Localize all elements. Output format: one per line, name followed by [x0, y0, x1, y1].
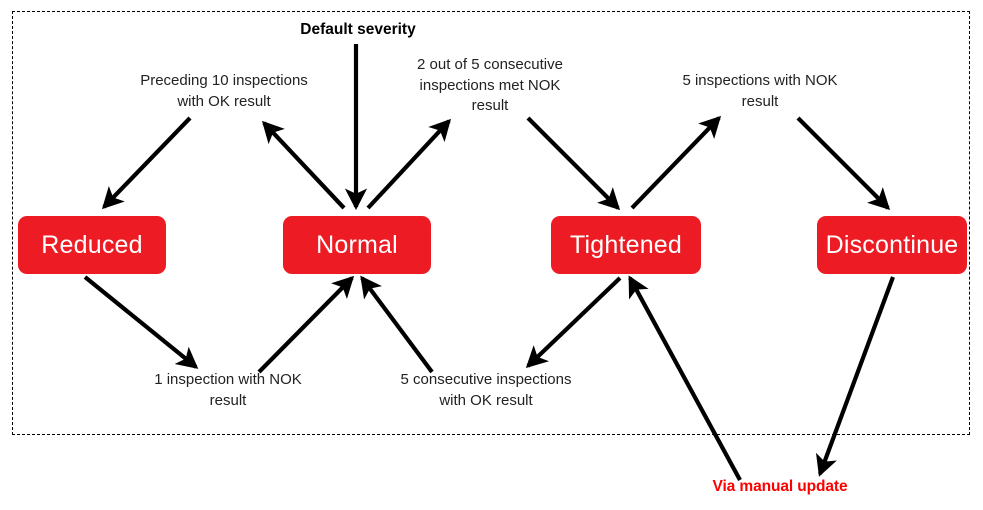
transition-label-normal-to-tightened: 2 out of 5 consecutive inspections met N…: [417, 56, 563, 115]
automatic-transitions-frame: [12, 11, 970, 435]
transition-label-reduced-to-normal: 1 inspection with NOK result: [154, 371, 302, 409]
transition-label-tightened-to-discontinue: 5 inspections with NOK result: [682, 72, 838, 110]
transition-label-tightened-to-normal: 5 consecutive inspections with OK result: [400, 371, 572, 409]
state-box-tightened[interactable]: Tightened: [551, 216, 701, 274]
state-box-normal[interactable]: Normal: [283, 216, 431, 274]
state-box-discontinue[interactable]: Discontinue: [817, 216, 967, 274]
state-box-reduced[interactable]: Reduced: [18, 216, 166, 274]
default-severity-label: Default severity: [300, 21, 416, 38]
manual-update-label: Via manual update: [712, 478, 848, 495]
transition-label-normal-to-reduced: Preceding 10 inspections with OK result: [140, 72, 308, 110]
